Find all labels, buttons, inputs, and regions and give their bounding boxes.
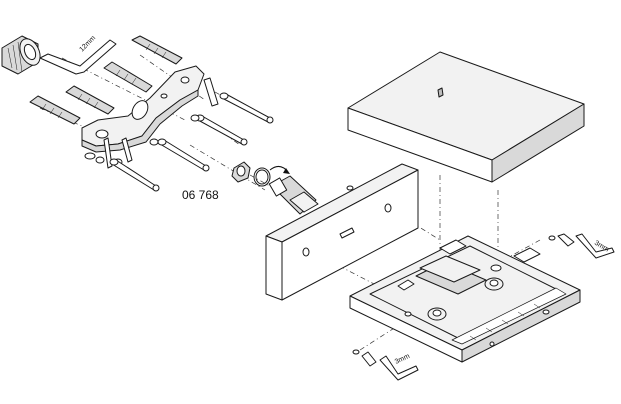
wrench-label-3mm-bottom: 3mm <box>394 353 411 366</box>
anchor-bolt-1 <box>131 35 183 65</box>
cover-plate <box>347 51 585 183</box>
standoff-1 <box>427 307 447 321</box>
nut-06768 <box>231 161 251 183</box>
set-screw-right <box>548 233 575 247</box>
wall-board <box>265 163 419 301</box>
o-ring <box>253 167 271 187</box>
washer-2 <box>149 138 159 146</box>
anchor-bolt-4 <box>29 95 81 125</box>
cover-slot <box>437 87 444 98</box>
standoff-2 <box>484 277 504 291</box>
part-number-label: 06 768 <box>182 188 219 202</box>
socket-adapter <box>1 35 41 75</box>
anchor-bolts <box>29 35 183 125</box>
wood-screw-1 <box>219 92 274 124</box>
rail-hatching <box>469 303 541 341</box>
cartridge <box>268 175 319 215</box>
mounting-bracket <box>81 65 219 169</box>
anchor-bolt-3 <box>65 85 115 115</box>
board-mark-top <box>346 185 354 191</box>
rotate-arrow-icon <box>269 166 290 174</box>
allen-key-3mm-right: 3mm <box>575 233 615 259</box>
washer-3 <box>95 156 105 164</box>
anchor-bolt-2 <box>103 61 153 93</box>
wood-screws <box>95 92 274 192</box>
wood-screw-3 <box>157 138 210 172</box>
washer-1 <box>190 114 200 122</box>
wood-screw-2 <box>195 114 248 146</box>
base-plate <box>349 235 581 363</box>
set-screw-bottom <box>352 349 377 367</box>
standoff-3 <box>490 264 502 272</box>
allen-key-3mm-bottom: 3mm <box>379 353 419 381</box>
wrench-label-12mm: 12mm <box>78 35 97 54</box>
wood-screw-4 <box>109 158 160 192</box>
